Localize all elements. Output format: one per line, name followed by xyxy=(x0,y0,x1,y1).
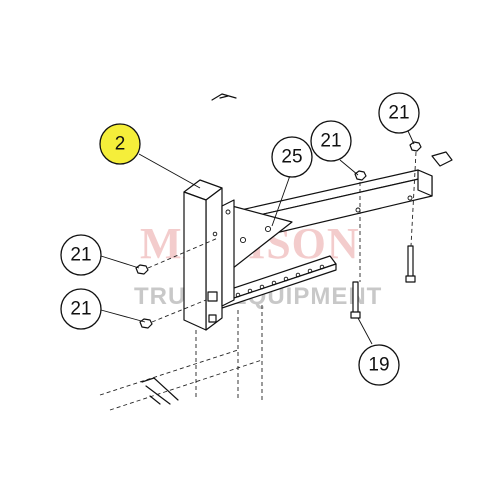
callout-label: 2 xyxy=(115,134,126,155)
right-tab xyxy=(431,151,453,167)
callout-part-21-upper-left: 21 xyxy=(60,234,102,276)
callout-label: 25 xyxy=(281,147,302,168)
nut-right xyxy=(409,141,422,152)
horizontal-arm xyxy=(231,169,433,241)
callout-part-2: 2 xyxy=(99,123,141,165)
nut-left-lower xyxy=(139,318,153,329)
callout-part-19: 19 xyxy=(358,344,400,386)
callout-part-25: 25 xyxy=(271,136,313,178)
callout-label: 21 xyxy=(70,245,91,266)
bolt-right xyxy=(405,245,416,283)
callout-label: 21 xyxy=(320,131,341,152)
nut-left-upper xyxy=(135,264,149,275)
callout-part-21-right: 21 xyxy=(378,92,420,134)
callout-label: 19 xyxy=(368,355,389,376)
nut-center xyxy=(354,170,367,181)
callout-part-21-center: 21 xyxy=(310,120,352,162)
callout-part-21-lower-left: 21 xyxy=(60,288,102,330)
callout-label: 21 xyxy=(70,299,91,320)
callout-label: 21 xyxy=(388,103,409,124)
upright-post xyxy=(183,179,235,331)
top-fragment xyxy=(211,93,237,101)
perforated-bar xyxy=(209,255,337,311)
bolt-left xyxy=(350,281,361,319)
bottom-fragment xyxy=(141,377,179,405)
assembly-lines xyxy=(99,151,417,411)
leader-lines xyxy=(100,130,415,345)
